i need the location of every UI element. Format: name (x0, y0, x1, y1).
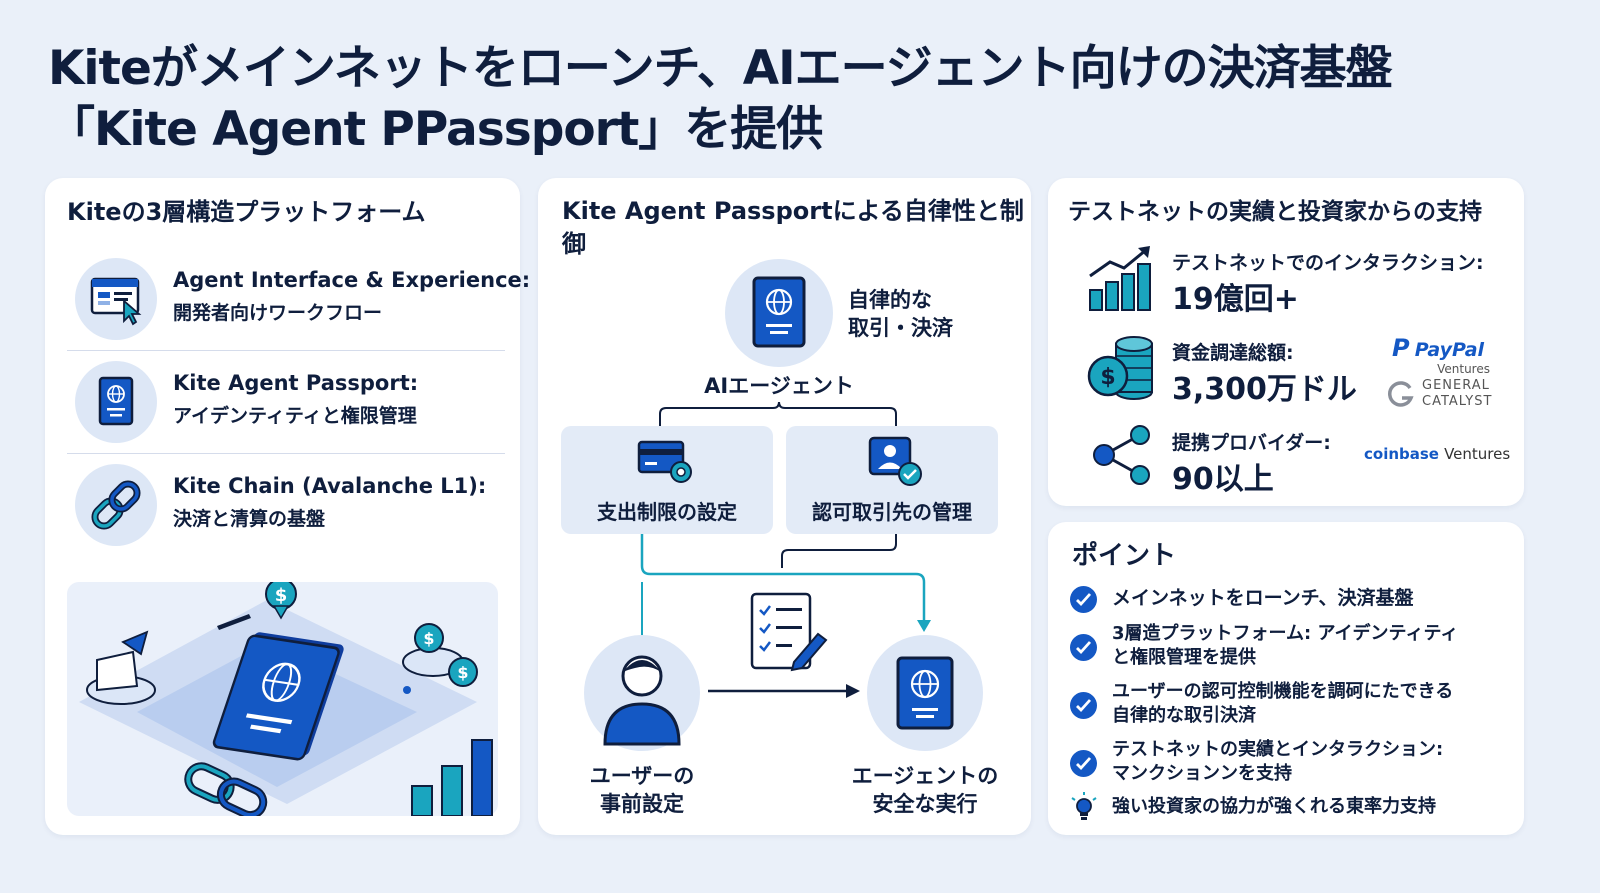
paypal-ventures-logo: P PayPal Ventures (1392, 334, 1502, 376)
interactions-label: テストネットでのインタラクション: (1172, 252, 1484, 274)
user-preset-label-2: 事前設定 (600, 792, 684, 816)
secure-execution-label-1: エージェントの (851, 764, 999, 788)
layer-name: Kite Agent Passport: (173, 371, 419, 395)
testnet-stats-card: テストネットの実績と投資家からの支持 テストネットでのインタラクション: 19億… (1048, 178, 1524, 506)
secure-execution-label: エージェントの 安全な実行 (835, 762, 1015, 818)
secure-execution-passport-icon (867, 635, 983, 751)
tip-text: 強い投資家の協力が強くれる東率力支持 (1112, 796, 1436, 817)
secure-execution-label-2: 安全な実行 (872, 792, 978, 816)
check-icon (1070, 750, 1097, 777)
passport-control-title: Kite Agent Passportによる自律性と制 御 (562, 195, 1024, 261)
user-check-icon (868, 436, 922, 486)
layer-name: Kite Chain (Avalanche L1): (173, 474, 487, 498)
page-title-line1: Kiteがメインネットをローンチ、AIエージェント向けの決済基盤 (48, 41, 1393, 96)
paypal-ventures-sub: Ventures (1437, 362, 1490, 376)
providers-value: 90以上 (1172, 462, 1274, 497)
browser-cursor-icon (75, 258, 157, 340)
page-title-line2: 「Kite Agent PPassport」を提供 (48, 102, 823, 157)
funding-value: 3,300万ドル (1172, 372, 1357, 407)
platform-card: Kiteの3層構造プラットフォーム Agent Interface & Expe… (45, 178, 530, 835)
funding-label: 資金調達総額: (1172, 342, 1294, 364)
svg-text:$: $ (423, 629, 434, 648)
check-icon (1070, 692, 1097, 719)
user-preset-label: ユーザーの 事前設定 (562, 762, 722, 818)
point-item: 3層造プラットフォーム: アイデンティティ と権限管理を提供 (1070, 622, 1530, 674)
divider (67, 453, 505, 454)
check-icon (1070, 634, 1097, 661)
paypal-p-icon: P (1392, 334, 1410, 362)
page-title: Kiteがメインネットをローンチ、AIエージェント向けの決済基盤 「Kite A… (48, 38, 1568, 160)
svg-text:$: $ (457, 663, 468, 682)
agent-label: AIエージェント (704, 374, 854, 398)
point-text: テストネットの実績とインタラクション: マンクションンを支持 (1112, 739, 1444, 784)
layer-row-passport: Kite Agent Passport: アイデンティティと権限管理 (75, 361, 505, 451)
coin-stack-icon: $ (1087, 336, 1153, 400)
layer-desc: 決済と清算の基盤 (173, 508, 326, 530)
authorized-counterparty-label: 認可取引先の管理 (812, 500, 972, 524)
layer-name: Agent Interface & Experience: (173, 268, 531, 292)
key-points-card: ポイント メインネットをローンチ、決済基盤 3層造プラットフォーム: アイデンテ… (1048, 522, 1524, 835)
passport-icon (75, 361, 157, 443)
point-item: メインネットをローンチ、決済基盤 (1070, 586, 1530, 616)
svg-text:$: $ (1100, 365, 1115, 390)
agent-side-label: 自律的な 取引・決済 (848, 286, 953, 342)
coinbase-ventures-logo: coinbase Ventures (1364, 444, 1510, 463)
agent-side-label-2: 取引・決済 (848, 316, 953, 340)
spending-limit-box: 支出制限の設定 (561, 426, 773, 534)
user-preset-label-1: ユーザーの (589, 764, 695, 788)
providers-label: 提携プロバイダー: (1172, 432, 1331, 454)
agent-passport-icon (725, 259, 833, 367)
checklist-pen-icon (750, 592, 828, 672)
passport-control-card: Kite Agent Passportによる自律性と制 御 自律的な 取引・決済… (538, 178, 1031, 835)
layer-row-chain: Kite Chain (Avalanche L1): 決済と清算の基盤 (75, 464, 505, 554)
point-text: ユーザーの認可控制機能を調砢にたできる 自律的な取引決済 (1112, 681, 1454, 726)
spending-limit-label: 支出制限の設定 (597, 500, 737, 524)
general-catalyst-line2: CATALYST (1422, 394, 1493, 409)
growth-chart-icon (1089, 246, 1151, 311)
network-share-icon (1093, 425, 1150, 485)
divider (67, 350, 505, 351)
user-avatar-icon (584, 635, 700, 751)
lightbulb-icon (1071, 792, 1097, 820)
check-icon (1070, 586, 1097, 613)
general-catalyst-line1: GENERAL (1422, 378, 1490, 393)
coinbase-ventures-sub: Ventures (1444, 445, 1511, 463)
point-text: メインネットをローンチ、決済基盤 (1112, 587, 1414, 609)
passport-control-title-line1: Kite Agent Passportによる自律性と制 (562, 197, 1024, 225)
layer-desc: アイデンティティと権限管理 (173, 405, 417, 427)
point-item: ユーザーの認可控制機能を調砢にたできる 自律的な取引決済 (1070, 680, 1530, 732)
passport-control-title-line2: 御 (562, 230, 586, 258)
interactions-value: 19億回+ (1172, 282, 1299, 317)
svg-text:$: $ (275, 585, 288, 606)
key-points-title: ポイント (1072, 541, 1177, 571)
layer-desc: 開発者向けワークフロー (173, 302, 383, 324)
chain-link-icon (75, 464, 157, 546)
agent-side-label-1: 自律的な (848, 288, 932, 312)
coinbase-wordmark: coinbase (1364, 445, 1439, 463)
platform-illustration: $ $ $ (67, 582, 498, 816)
testnet-stats-title: テストネットの実績と投資家からの支持 (1068, 199, 1482, 225)
paypal-wordmark: PayPal (1414, 339, 1485, 361)
point-item: テストネットの実績とインタラクション: マンクションンを支持 (1070, 738, 1530, 790)
platform-card-title: Kiteの3層構造プラットフォーム (67, 198, 426, 226)
credit-card-gear-icon (637, 440, 692, 483)
general-catalyst-g-icon (1388, 381, 1414, 407)
layer-row-interface: Agent Interface & Experience: 開発者向けワークフロ… (75, 258, 530, 348)
general-catalyst-logo: GENERAL CATALYST (1388, 378, 1508, 412)
point-text: 3層造プラットフォーム: アイデンティティ と権限管理を提供 (1112, 623, 1459, 668)
authorized-counterparty-box: 認可取引先の管理 (786, 426, 998, 534)
point-tip: 強い投資家の協力が強くれる東率力支持 (1070, 792, 1530, 824)
